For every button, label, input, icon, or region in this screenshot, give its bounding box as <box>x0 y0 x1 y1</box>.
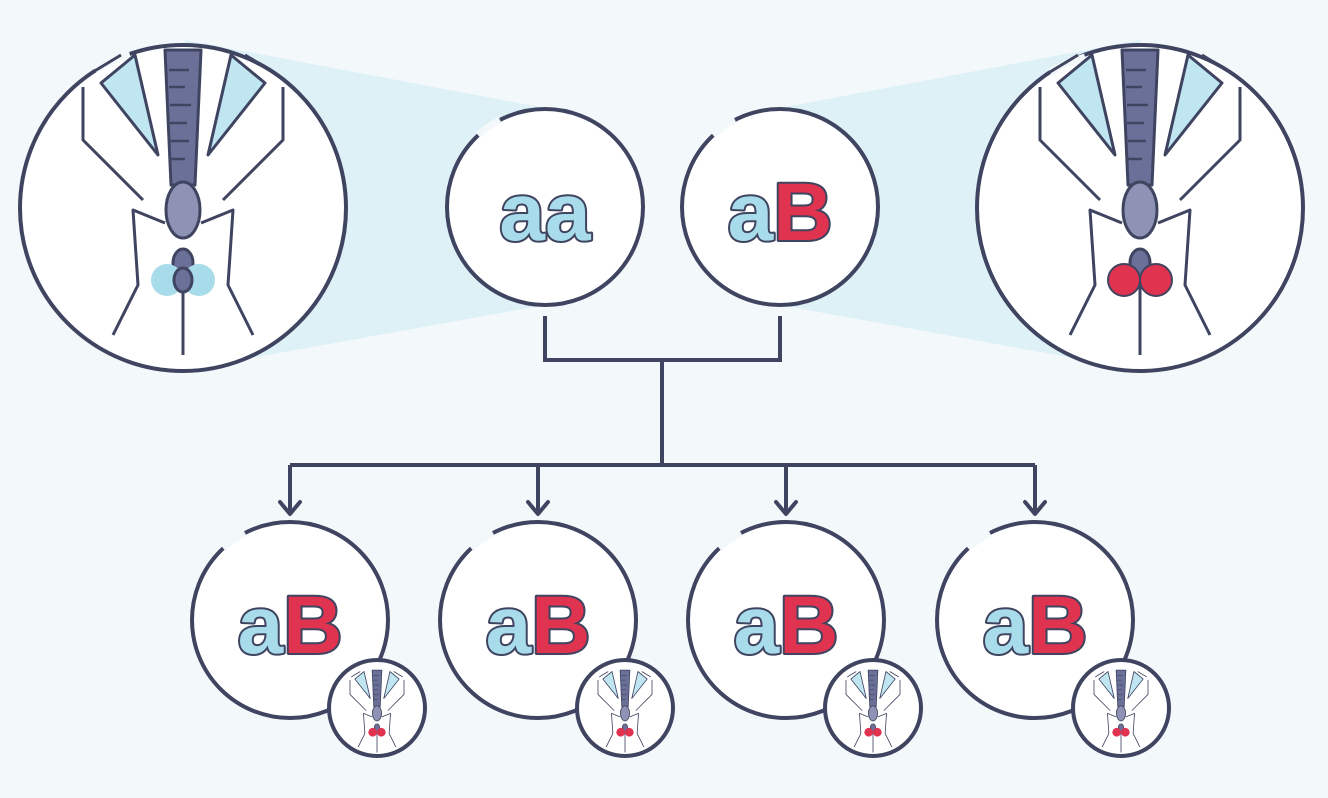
arrow-down-icon <box>1023 500 1047 516</box>
arrow-down-icon <box>278 500 302 516</box>
parent-1-allele-2: a <box>545 167 592 258</box>
offspring-4-mosquito-badge <box>1071 658 1171 758</box>
arrow-down-icon <box>774 500 798 516</box>
offspring-circle-4: aB <box>935 520 1171 758</box>
parent-circle-2: aB <box>680 107 880 307</box>
mosquito-gene-drive-icon <box>349 669 405 753</box>
offspring-3-allele-2: B <box>779 580 838 671</box>
cross-connector <box>288 316 1037 512</box>
offspring-1-allele-2: B <box>283 580 342 671</box>
offspring-circle-3: aB <box>686 520 923 758</box>
offspring-1-allele-1: a <box>238 580 285 671</box>
mosquito-gene-drive-icon <box>1038 48 1242 357</box>
offspring-1-mosquito-badge <box>327 658 427 758</box>
parent-1-genotype: aa <box>499 167 592 258</box>
offspring-circle-1: aB <box>190 520 427 758</box>
parent-2-allele-2: B <box>773 167 832 258</box>
offspring-circle-2: aB <box>438 520 675 758</box>
zoom-circle-wild-type <box>18 43 348 373</box>
arrow-down-icon <box>526 500 550 516</box>
arrow-heads <box>278 500 1047 516</box>
parent-2-allele-1: a <box>728 167 775 258</box>
parent-circle-1: aa <box>445 107 645 307</box>
parent-2-genotype: aB <box>728 167 833 258</box>
zoom-circle-gene-drive <box>975 43 1305 373</box>
offspring-2-allele-2: B <box>531 580 590 671</box>
offspring-3-allele-1: a <box>734 580 781 671</box>
offspring-2-genotype: aB <box>486 580 591 671</box>
offspring-3-genotype: aB <box>734 580 839 671</box>
mosquito-gene-drive-icon <box>1093 669 1149 753</box>
mosquito-gene-drive-icon <box>845 669 901 753</box>
offspring-2-allele-1: a <box>486 580 533 671</box>
offspring-1-genotype: aB <box>238 580 343 671</box>
offspring-4-allele-1: a <box>983 580 1030 671</box>
offspring-3-mosquito-badge <box>823 658 923 758</box>
offspring-2-mosquito-badge <box>575 658 675 758</box>
mosquito-wild-type-icon <box>81 48 285 357</box>
mosquito-gene-drive-icon <box>597 669 653 753</box>
offspring-4-genotype: aB <box>983 580 1088 671</box>
offspring-4-allele-2: B <box>1028 580 1087 671</box>
parent-1-allele-1: a <box>499 167 546 258</box>
